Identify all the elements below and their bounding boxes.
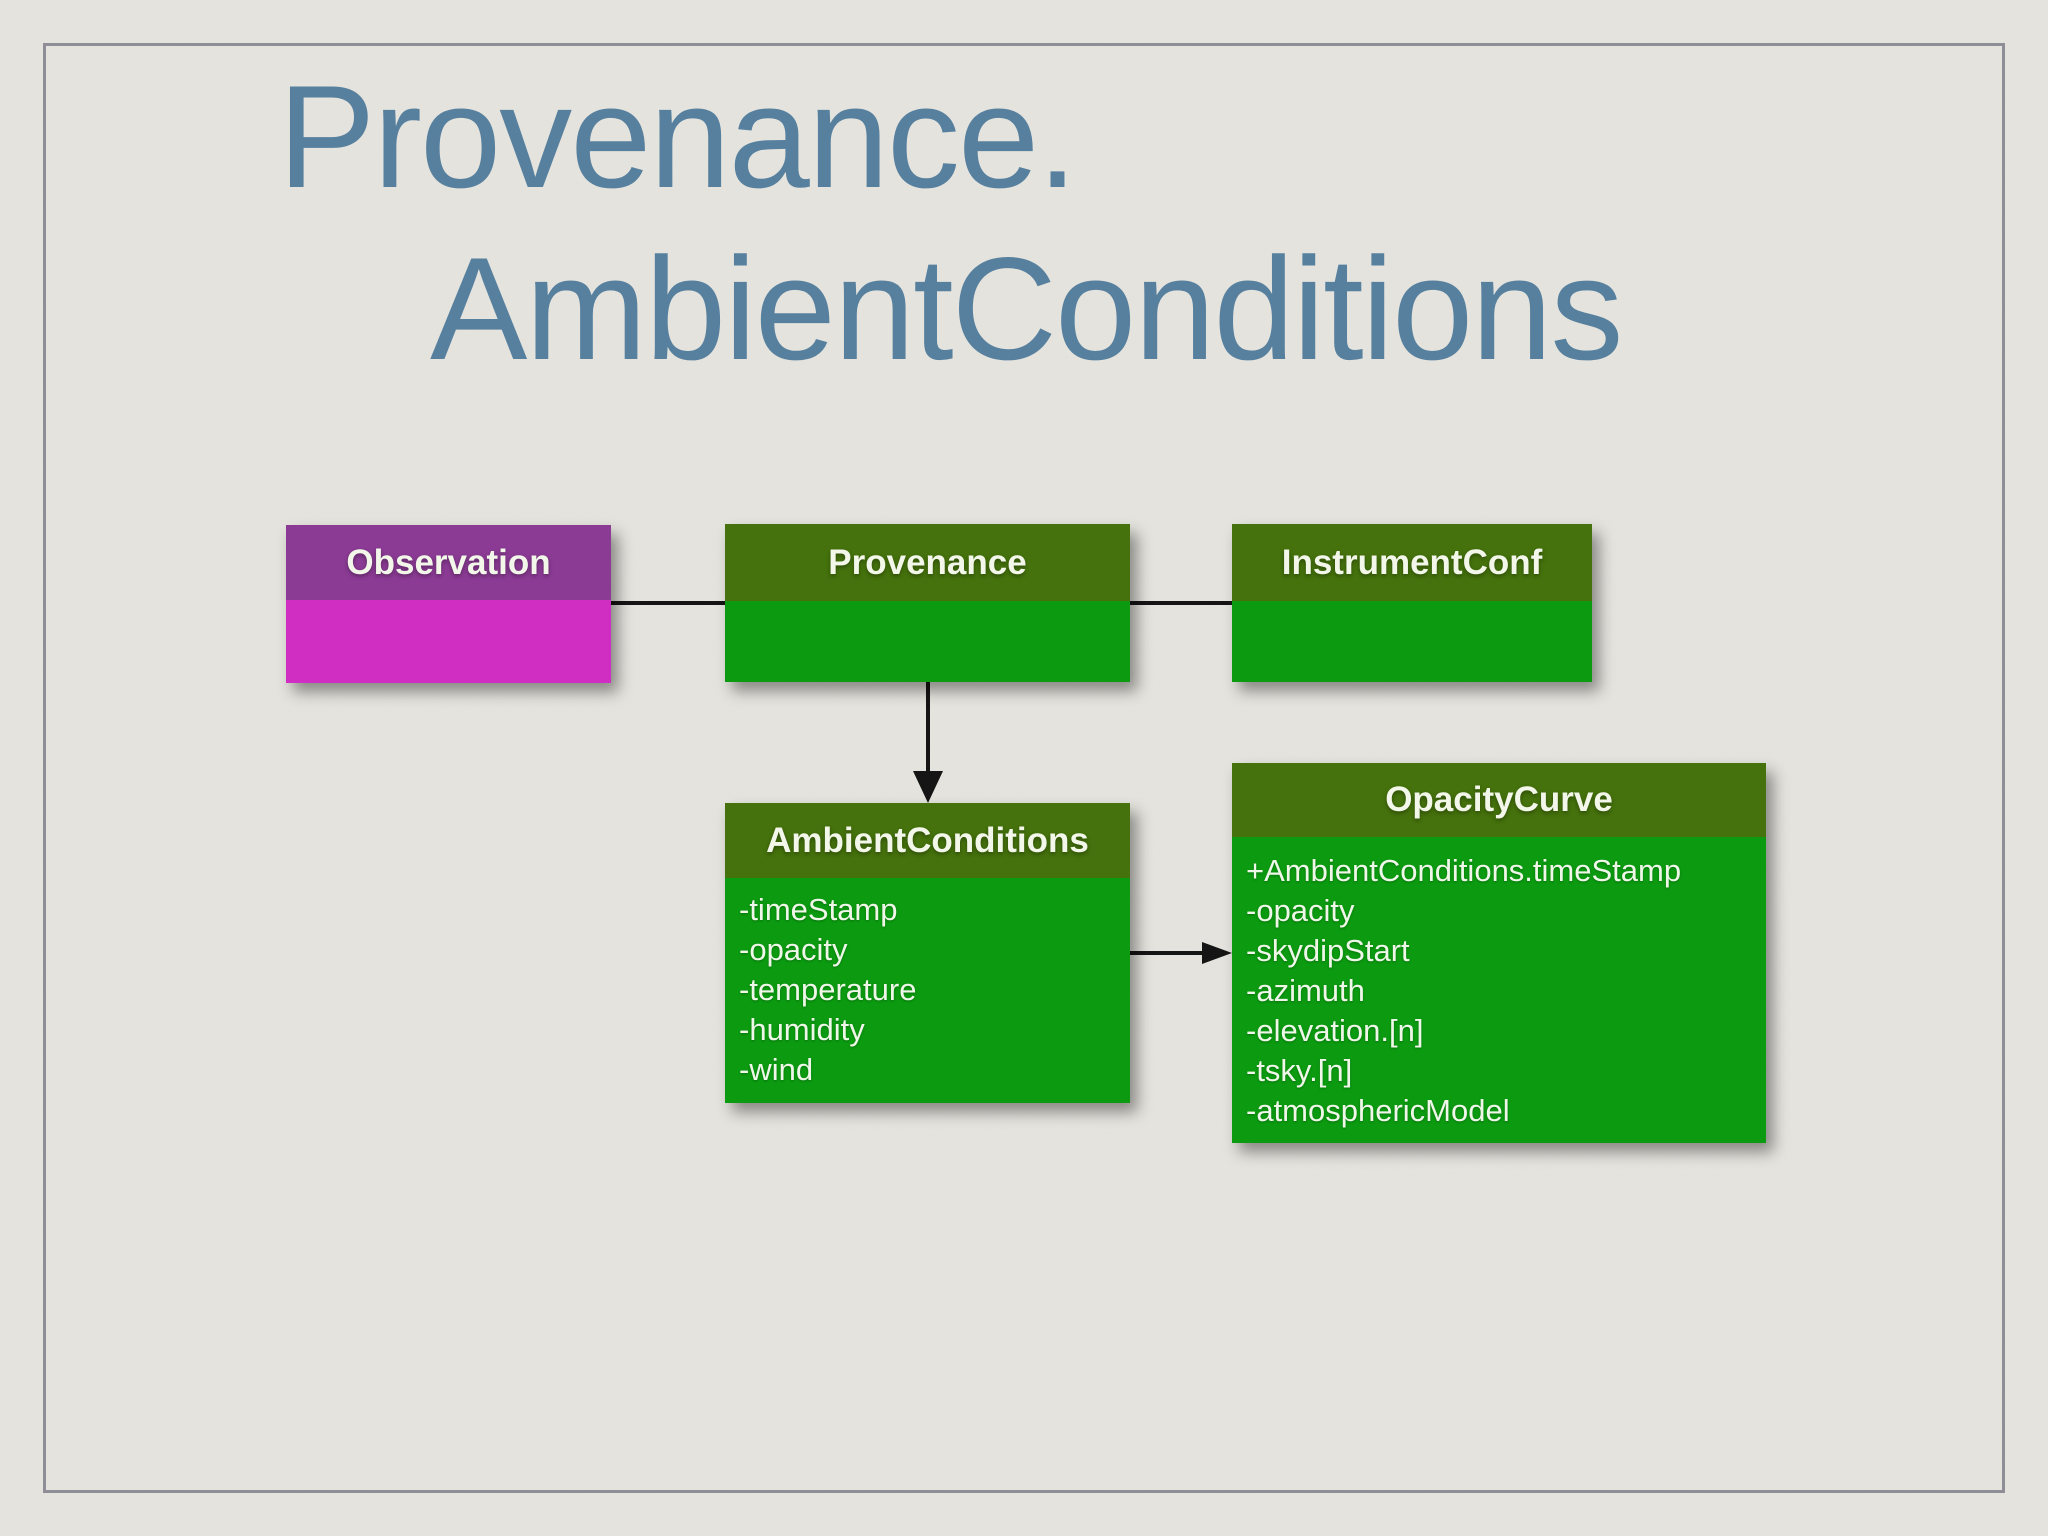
- attribute-row: -elevation.[n]: [1246, 1013, 1424, 1048]
- slide-frame-border: [43, 43, 2005, 1493]
- connector-provenance-instrumentconf: [1128, 601, 1234, 605]
- class-body: [286, 600, 611, 683]
- attribute-row: -opacity: [739, 932, 848, 967]
- class-box-ambientconditions: AmbientConditions -timeStamp -opacity -t…: [725, 803, 1130, 1103]
- class-body: -timeStamp -opacity -temperature -humidi…: [725, 878, 1130, 1103]
- class-title: Observation: [286, 525, 611, 600]
- attribute-row: -atmosphericModel: [1246, 1093, 1510, 1128]
- class-box-provenance: Provenance: [725, 524, 1130, 682]
- attribute-row: -tsky.[n]: [1246, 1053, 1353, 1088]
- class-box-observation: Observation: [286, 525, 611, 683]
- class-body: +AmbientConditions.timeStamp -opacity -s…: [1232, 837, 1766, 1143]
- class-title: InstrumentConf: [1232, 524, 1592, 601]
- attribute-row: -humidity: [739, 1012, 865, 1047]
- class-box-instrumentconf: InstrumentConf: [1232, 524, 1592, 682]
- class-title: OpacityCurve: [1232, 763, 1766, 837]
- connector-observation-provenance: [609, 601, 727, 605]
- class-title: AmbientConditions: [725, 803, 1130, 878]
- attribute-row: -timeStamp: [739, 892, 898, 927]
- attribute-row: -skydipStart: [1246, 933, 1410, 968]
- arrowhead-right-icon: [1202, 942, 1232, 964]
- class-title: Provenance: [725, 524, 1130, 601]
- class-box-opacitycurve: OpacityCurve +AmbientConditions.timeStam…: [1232, 763, 1766, 1143]
- connector-ambientconditions-opacitycurve: [1128, 951, 1204, 955]
- class-body: [725, 601, 1130, 682]
- attribute-row: -wind: [739, 1052, 814, 1087]
- class-body: [1232, 601, 1592, 682]
- arrowhead-down-icon: [913, 771, 943, 803]
- attribute-row: +AmbientConditions.timeStamp: [1246, 853, 1682, 888]
- attribute-row: -opacity: [1246, 893, 1355, 928]
- slide-title-line2: AmbientConditions: [430, 227, 1623, 390]
- attribute-row: -temperature: [739, 972, 917, 1007]
- slide-title-line1: Provenance.: [278, 55, 1078, 218]
- connector-provenance-ambientconditions: [926, 682, 930, 772]
- attribute-row: -azimuth: [1246, 973, 1365, 1008]
